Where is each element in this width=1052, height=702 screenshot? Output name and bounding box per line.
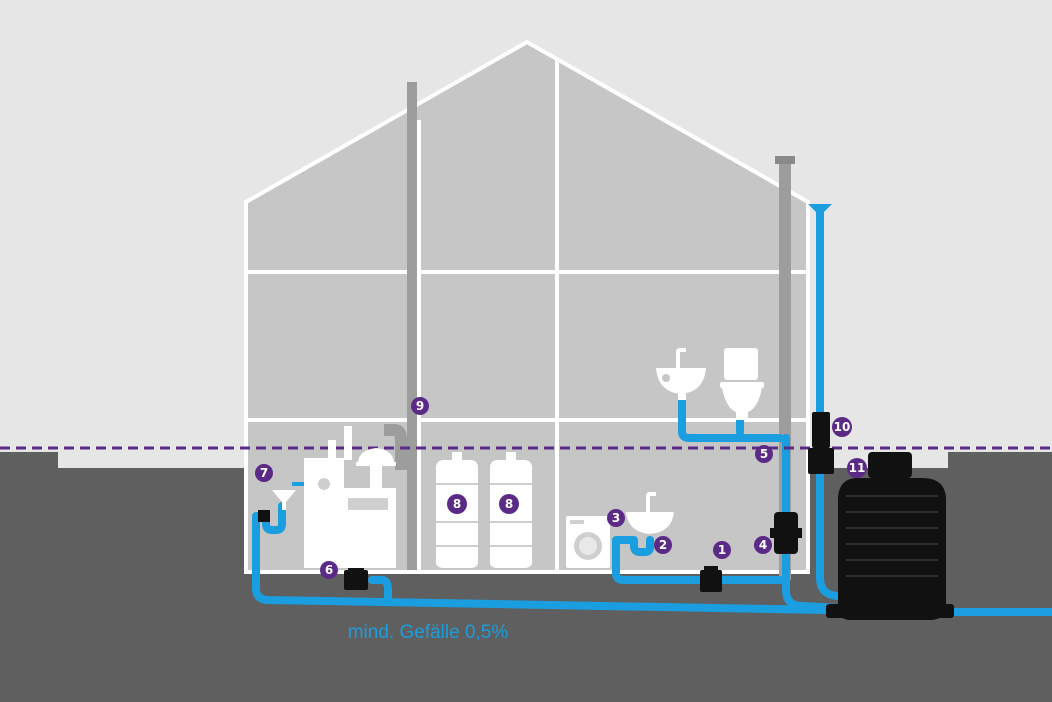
badge-1: 1 (713, 541, 731, 559)
floor-drain-icon (272, 490, 296, 510)
badge-label: 8 (453, 497, 461, 511)
badge-8b: 8 (499, 494, 519, 514)
backflow-valve-icon (770, 512, 802, 554)
backflow-valve-icon (808, 412, 834, 474)
washing-machine-icon (566, 516, 610, 568)
badge-7: 7 (255, 464, 273, 482)
badge-8a: 8 (447, 494, 467, 514)
badge-label: 6 (325, 563, 333, 577)
badge-label: 8 (505, 497, 513, 511)
backflow-valve-icon (700, 566, 722, 592)
badge-label: 10 (834, 420, 851, 434)
badge-9: 9 (411, 397, 429, 415)
badges: 1 2 3 4 5 6 7 8 8 9 10 11 (255, 397, 867, 579)
badge-label: 5 (760, 447, 768, 461)
badge-label: 11 (849, 461, 866, 475)
sink-icon (626, 492, 674, 534)
badge-4: 4 (754, 536, 772, 554)
badge-11: 11 (847, 458, 867, 478)
boiler-icon (304, 426, 396, 568)
sink-icon (656, 348, 706, 400)
slope-annotation: mind. Gefälle 0,5% (348, 622, 509, 643)
lifting-station-icon (826, 452, 954, 620)
wastewater-pipes (252, 206, 1052, 616)
badge-label: 7 (260, 466, 268, 480)
toilet-icon (720, 348, 764, 420)
badge-label: 2 (659, 538, 667, 552)
badge-label: 4 (759, 538, 767, 552)
badge-6: 6 (320, 561, 338, 579)
chimney-pipe (407, 82, 417, 570)
backflow-equipment (258, 412, 954, 620)
badge-3: 3 (607, 509, 625, 527)
badge-2: 2 (654, 536, 672, 554)
badge-label: 1 (718, 543, 726, 557)
badge-label: 9 (416, 399, 424, 413)
badge-10: 10 (832, 417, 852, 437)
badge-label: 3 (612, 511, 620, 525)
badge-5: 5 (755, 445, 773, 463)
